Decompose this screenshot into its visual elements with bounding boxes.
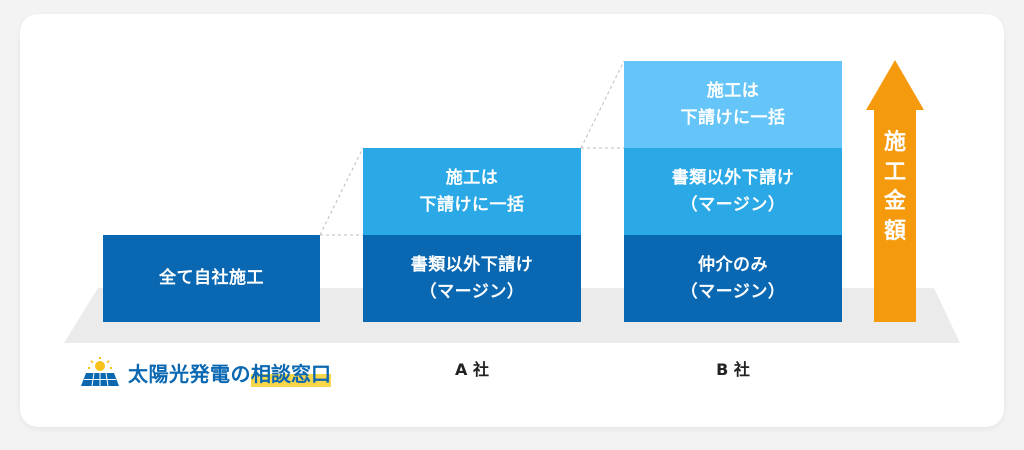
block-a-margin: 書類以外下請け （マージン） xyxy=(363,235,581,322)
column-label-b: B 社 xyxy=(716,360,750,379)
arrow-shaft xyxy=(874,108,916,322)
connector-line xyxy=(319,147,364,236)
column-label-a: A 社 xyxy=(455,360,489,379)
block-own-full: 全て自社施工 xyxy=(103,235,320,322)
block-a-subcontract: 施工は 下請けに一括 xyxy=(363,148,581,235)
solar-panel-icon xyxy=(81,357,119,387)
block-b-subcontract: 施工は 下請けに一括 xyxy=(624,61,842,148)
block-b-docs-margin: 書類以外下請け （マージン） xyxy=(624,148,842,235)
arrow-up-icon xyxy=(866,60,924,110)
arrow-label: 施 工 金 額 xyxy=(883,130,906,245)
logo-main-text: 太陽光発電の xyxy=(128,361,251,386)
logo-highlight-text: 相談窓口 xyxy=(251,357,331,387)
brand-logo: 太陽光発電の 相談窓口 xyxy=(80,355,331,389)
connector-line xyxy=(580,60,625,149)
block-b-brokerage: 仲介のみ （マージン） xyxy=(624,235,842,322)
